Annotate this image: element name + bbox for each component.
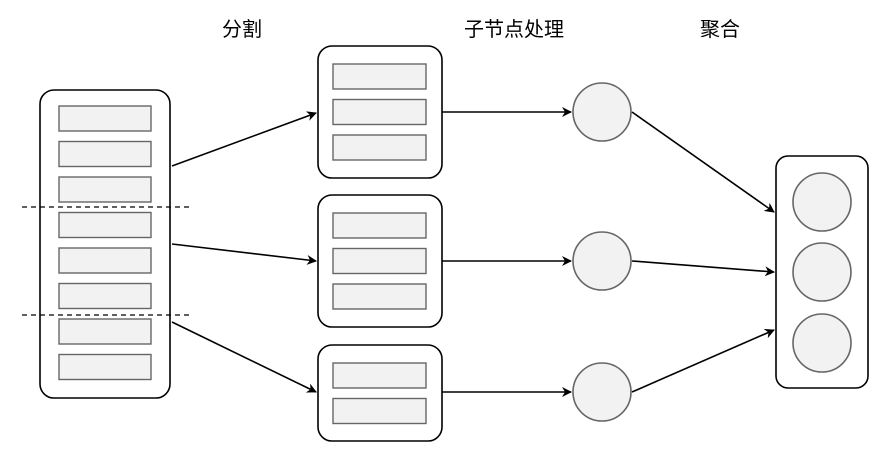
aggregate-arrow-2	[631, 260, 775, 277]
partition-record-slot	[332, 283, 427, 310]
aggregate-node-3	[792, 313, 852, 373]
source-record-slot	[58, 211, 152, 239]
partition-1	[317, 45, 443, 179]
aggregate-node-1	[792, 172, 852, 232]
source-record-slot	[58, 353, 152, 381]
source-record-slot	[58, 176, 152, 203]
source-record-slot	[58, 282, 152, 310]
partition-records	[332, 362, 427, 425]
partition-record-slot	[332, 362, 427, 389]
source-container	[39, 89, 171, 399]
stage-label-process: 子节点处理	[464, 17, 564, 41]
source-record-slot	[58, 247, 152, 274]
split-arrow-2	[171, 243, 317, 265]
partition-record-slot	[332, 247, 427, 275]
stage-label-split: 分割	[222, 17, 262, 41]
process-node-3	[572, 362, 632, 422]
stage-label-aggregate: 聚合	[700, 17, 740, 41]
process-node-2	[572, 231, 632, 291]
process-node-1	[572, 82, 632, 142]
partition-record-slot	[332, 63, 427, 90]
source-record-slot	[58, 140, 152, 168]
split-arrow-1	[171, 111, 317, 167]
partition-record-slot	[332, 397, 427, 425]
partition-record-slot	[332, 98, 427, 126]
aggregate-node-2	[792, 242, 852, 302]
partition-3	[317, 344, 443, 442]
partition-record-slot	[332, 134, 427, 161]
split-arrow-3	[171, 321, 317, 393]
source-record-slot	[58, 105, 152, 132]
partition-records	[332, 63, 427, 161]
source-dataset	[39, 89, 171, 399]
partition-records	[332, 212, 427, 310]
partition-record-slot	[332, 212, 427, 239]
source-record-slot	[58, 318, 152, 345]
aggregate-arrow-3	[631, 329, 775, 393]
aggregate-result	[775, 155, 869, 389]
partition-container	[317, 344, 443, 442]
partition-2	[317, 194, 443, 328]
aggregate-arrow-1	[631, 111, 775, 213]
source-records	[58, 105, 152, 381]
